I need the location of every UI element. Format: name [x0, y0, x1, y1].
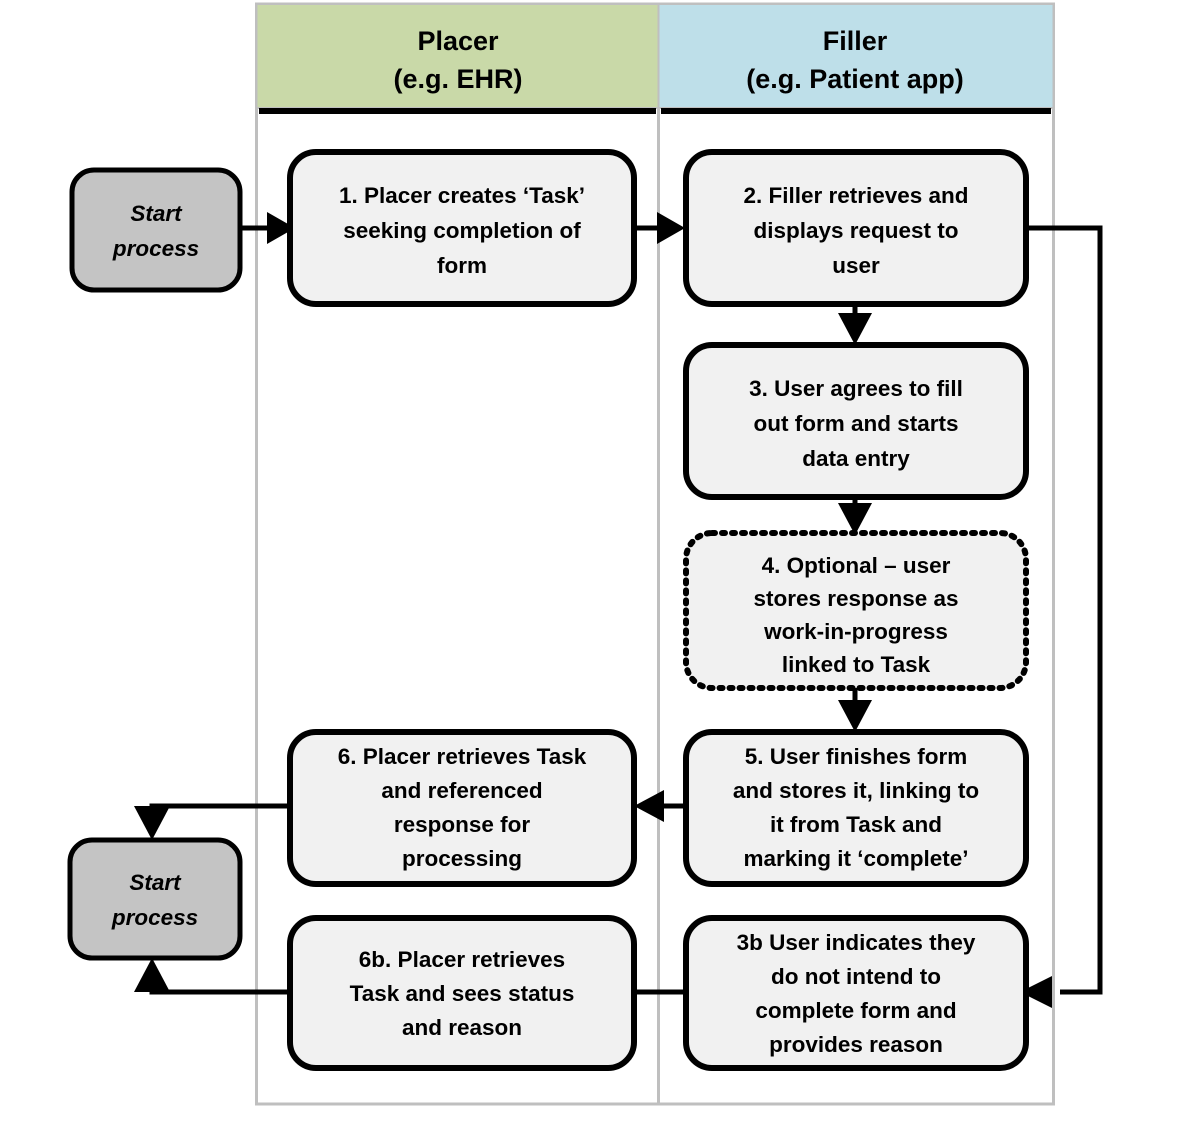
terminator-start-top-shape[interactable] — [69, 167, 243, 293]
arrowhead-icon — [657, 212, 685, 244]
node-step-3-line-3: data entry — [802, 446, 910, 471]
node-step-3b-line-3: complete form and — [755, 998, 956, 1023]
connector-start-to-step-1 — [242, 212, 295, 244]
node-step-4-shape[interactable] — [683, 530, 1029, 691]
terminator-start-bottom-line2: process — [111, 905, 198, 930]
terminator-start-bottom[interactable]: Start process — [67, 837, 243, 961]
connector-step-5-to-step-6 — [634, 790, 683, 822]
lane-header-placer: Placer (e.g. EHR) — [255, 3, 660, 114]
arrowhead-icon — [134, 806, 170, 840]
node-step-5[interactable]: 5. User finishes form and stores it, lin… — [683, 729, 1029, 887]
lane-title-filler-line2: (e.g. Patient app) — [746, 64, 964, 94]
terminator-start-bottom-shape[interactable] — [67, 837, 243, 961]
arrowhead-icon — [267, 212, 295, 244]
node-step-1[interactable]: 1. Placer creates ‘Task’ seeking complet… — [287, 149, 637, 307]
node-step-6b[interactable]: 6b. Placer retrieves Task and sees statu… — [287, 915, 637, 1071]
lane-header-placer-bg — [255, 3, 660, 109]
node-step-4[interactable]: 4. Optional – user stores response as wo… — [683, 530, 1029, 691]
node-step-3b[interactable]: 3b User indicates they do not intend to … — [683, 915, 1029, 1071]
lane-title-placer-line1: Placer — [417, 26, 499, 56]
arrowhead-icon — [634, 790, 664, 822]
node-step-2[interactable]: 2. Filler retrieves and displays request… — [683, 149, 1029, 307]
node-step-3-line-2: out form and starts — [753, 411, 958, 436]
node-step-6-line-3: response for — [394, 812, 531, 837]
connector-step-2-to-step-3b — [1020, 225, 1103, 1008]
lane-header-filler-bg — [657, 3, 1055, 109]
terminator-start-bottom-line1: Start — [129, 870, 182, 895]
lane-title-filler-line1: Filler — [823, 26, 888, 56]
node-step-4-line-1: 4. Optional – user — [762, 553, 951, 578]
node-step-4-line-3: work-in-progress — [763, 619, 948, 644]
node-step-2-line-2: displays request to — [753, 218, 958, 243]
node-step-4-line-4: linked to Task — [782, 652, 931, 677]
node-step-1-line-2: seeking completion of — [343, 218, 581, 243]
node-step-5-line-2: and stores it, linking to — [733, 778, 979, 803]
node-step-6-shape[interactable] — [287, 729, 637, 887]
node-step-5-line-1: 5. User finishes form — [745, 744, 968, 769]
node-step-2-line-3: user — [832, 253, 880, 278]
node-step-3b-line-2: do not intend to — [771, 964, 941, 989]
node-step-6-line-4: processing — [402, 846, 522, 871]
connector-layer — [134, 212, 1103, 1008]
node-step-1-line-3: form — [437, 253, 487, 278]
node-step-1-line-1: 1. Placer creates ‘Task’ — [339, 183, 585, 208]
arrowhead-icon — [134, 958, 170, 992]
terminator-start-top-line1: Start — [130, 201, 183, 226]
arrowhead-icon — [1020, 976, 1052, 1008]
node-step-3-shape[interactable] — [683, 342, 1029, 500]
node-step-5-shape[interactable] — [683, 729, 1029, 887]
node-step-3[interactable]: 3. User agrees to fill out form and star… — [683, 342, 1029, 500]
terminator-start-top[interactable]: Start process — [69, 167, 243, 293]
connector-step-6-to-start-bottom — [134, 803, 288, 840]
arrowhead-icon — [838, 503, 872, 535]
node-step-6-line-2: and referenced — [381, 778, 542, 803]
terminator-start-top-line2: process — [112, 236, 199, 261]
node-step-5-line-3: it from Task and — [770, 812, 942, 837]
node-step-2-shape[interactable] — [683, 149, 1029, 307]
node-step-3b-shape[interactable] — [683, 915, 1029, 1071]
node-step-3b-line-4: provides reason — [769, 1032, 943, 1057]
arrowhead-icon — [838, 313, 872, 345]
node-step-2-line-1: 2. Filler retrieves and — [743, 183, 968, 208]
node-step-6b-line-3: and reason — [402, 1015, 522, 1040]
connector-step-6b-to-start-bottom — [134, 958, 288, 995]
node-step-5-line-4: marking it ‘complete’ — [743, 846, 968, 871]
node-step-3b-line-1: 3b User indicates they — [737, 930, 976, 955]
node-step-6b-line-2: Task and sees status — [350, 981, 575, 1006]
node-step-4-line-2: stores response as — [753, 586, 958, 611]
connector-step-1-to-step-2 — [634, 212, 685, 244]
node-step-3-line-1: 3. User agrees to fill — [749, 376, 963, 401]
node-step-1-shape[interactable] — [287, 149, 637, 307]
node-step-6[interactable]: 6. Placer retrieves Task and referenced … — [287, 729, 637, 887]
node-step-6b-shape[interactable] — [287, 915, 637, 1071]
node-step-6b-line-1: 6b. Placer retrieves — [359, 947, 565, 972]
arrowhead-icon — [838, 700, 872, 732]
node-step-6-line-1: 6. Placer retrieves Task — [338, 744, 587, 769]
lane-title-placer-line2: (e.g. EHR) — [393, 64, 522, 94]
connector-step-4-to-step-5 — [838, 688, 872, 732]
lane-header-filler: Filler (e.g. Patient app) — [657, 3, 1055, 114]
